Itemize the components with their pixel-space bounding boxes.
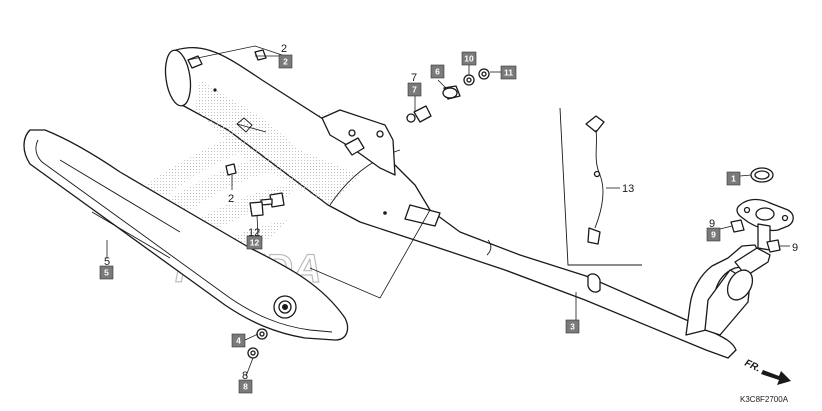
label-13: 13	[622, 183, 634, 195]
svg-text:1: 1	[731, 174, 736, 184]
label-2-lower: 2	[228, 193, 234, 205]
label-2-top: 2	[281, 43, 287, 55]
svg-text:10: 10	[464, 54, 474, 64]
svg-text:9: 9	[711, 230, 716, 240]
leader-lines	[106, 45, 790, 377]
callout-12: 12	[246, 235, 263, 250]
svg-text:5: 5	[104, 268, 109, 278]
muffler	[164, 46, 737, 359]
label-10: 9	[709, 218, 715, 230]
diagram-code: K3C8F2700A	[740, 395, 789, 404]
callout-4: 4	[231, 333, 246, 348]
callout-3: 3	[565, 319, 580, 334]
svg-text:4: 4	[236, 336, 241, 346]
heat-shield	[23, 129, 349, 341]
svg-text:12: 12	[250, 238, 260, 248]
callout-5: 5	[99, 265, 114, 280]
callout-10: 10	[461, 51, 477, 66]
label-5: 5	[104, 256, 110, 268]
label-9-right: 9	[792, 242, 798, 254]
o2-sensor	[559, 107, 642, 266]
svg-text:FR.: FR.	[743, 358, 762, 375]
callout-9: 9	[706, 227, 721, 242]
front-direction-arrow: FR.	[743, 358, 791, 385]
callout-6: 6	[430, 64, 445, 79]
label-12: 12	[248, 227, 260, 239]
svg-text:7: 7	[412, 85, 417, 95]
callout-2: 2	[278, 54, 293, 69]
svg-text:6: 6	[435, 67, 440, 77]
callout-1: 1	[726, 171, 741, 186]
svg-text:8: 8	[243, 382, 248, 392]
svg-text:2: 2	[283, 57, 288, 67]
svg-text:11: 11	[504, 68, 513, 78]
label-8: 8	[242, 370, 248, 382]
callout-11: 11	[500, 65, 517, 80]
callout-8: 8	[238, 379, 253, 394]
callout-7: 7	[407, 82, 422, 97]
exhaust-pipe	[685, 167, 794, 336]
label-7: 7	[411, 72, 417, 84]
svg-text:3: 3	[570, 322, 575, 332]
